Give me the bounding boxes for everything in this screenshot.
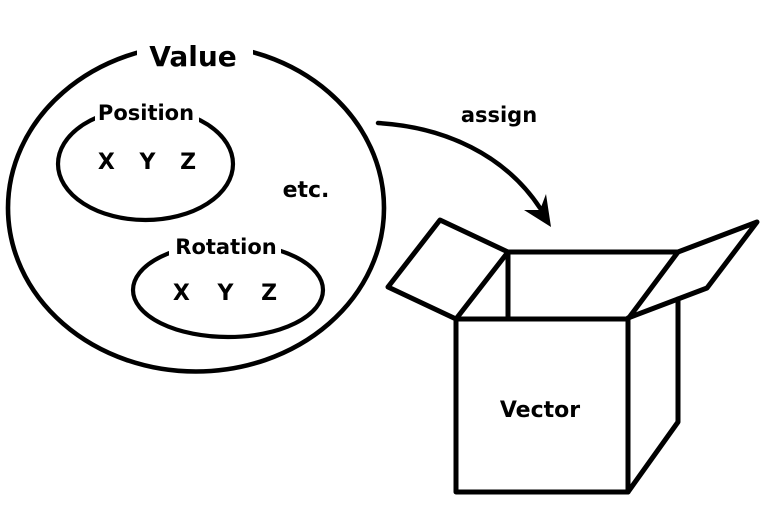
assign-arrow-head-icon [524,194,551,227]
box-left-flap [385,217,511,322]
box-right-side-edge [625,296,681,495]
position-label: Position [98,101,194,125]
box-front-face [453,316,631,495]
box-right-opening-edge [625,249,681,322]
box-left-opening-edge [453,249,511,322]
value-label-gap [137,34,253,71]
assign-arrow-shaft [375,120,543,211]
diagram-labels: Value Position X Y Z Rotation X Y Z etc.… [98,40,580,423]
position-components-label: X Y Z [98,150,196,175]
vector-box [385,217,760,495]
assign-arrow-label: assign [461,103,537,127]
rotation-label-gap [169,228,281,258]
vector-box-label: Vector [500,398,580,423]
value-label: Value [149,40,237,73]
position-label-gap [95,93,199,125]
etc-label: etc. [283,178,330,203]
rotation-components-label: X Y Z [173,281,277,306]
box-right-flap [625,219,760,321]
rotation-label: Rotation [175,235,276,259]
label-gap-masks [95,34,281,258]
